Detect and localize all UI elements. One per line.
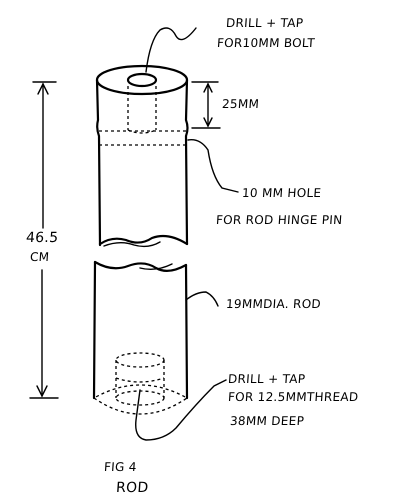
figure-name: ROD xyxy=(115,480,149,496)
rod-top-end xyxy=(95,64,189,96)
figure-number: FIG 4 xyxy=(103,460,138,474)
hinge-hole-label-line2: FOR ROD HINGE PIN xyxy=(215,213,343,227)
length-arrow-bottom xyxy=(36,385,48,398)
rod-bottom-end xyxy=(93,384,189,415)
rod-dia-label: 19MMDIA. ROD xyxy=(225,297,322,311)
top-drill-label-line1: DRILL + TAP xyxy=(225,16,304,30)
rod-lower-right-side xyxy=(184,263,189,400)
bottom-thread-ring xyxy=(115,377,165,383)
upper-break-line-shade xyxy=(103,241,161,248)
lower-break-line-shade xyxy=(139,263,173,271)
bottom-bore-top xyxy=(115,352,165,368)
leader-top-drill xyxy=(145,27,197,73)
rod-upper-right-side xyxy=(184,78,189,246)
length-value-label: 46.5 xyxy=(25,230,59,246)
bottom-drill-label-line2: FOR 12.5MMTHREAD xyxy=(227,390,359,404)
bottom-drill-label-line1: DRILL + TAP xyxy=(227,372,306,386)
top-bolt-hole xyxy=(126,72,158,88)
lower-break-line xyxy=(93,260,188,272)
rod-upper-left-side xyxy=(95,78,102,247)
hinge-hole-label-line1: 10 MM HOLE xyxy=(241,186,322,200)
length-unit-label: CM xyxy=(29,250,50,264)
leader-rod-dia xyxy=(185,291,219,307)
rod-lower-left-side xyxy=(92,260,97,400)
top-drill-label-line2: FOR10MM BOLT xyxy=(216,36,316,50)
depth-label: 38MM DEEP xyxy=(229,414,305,428)
leader-hinge-hole xyxy=(187,139,239,193)
dim-25mm-label: 25MM xyxy=(221,97,260,111)
upper-break-line xyxy=(98,234,189,246)
length-arrow-top xyxy=(37,82,49,95)
leader-bottom-drill xyxy=(135,379,227,441)
dim25-arrow-bottom xyxy=(203,117,213,128)
dim25-arrow-top xyxy=(203,82,213,93)
